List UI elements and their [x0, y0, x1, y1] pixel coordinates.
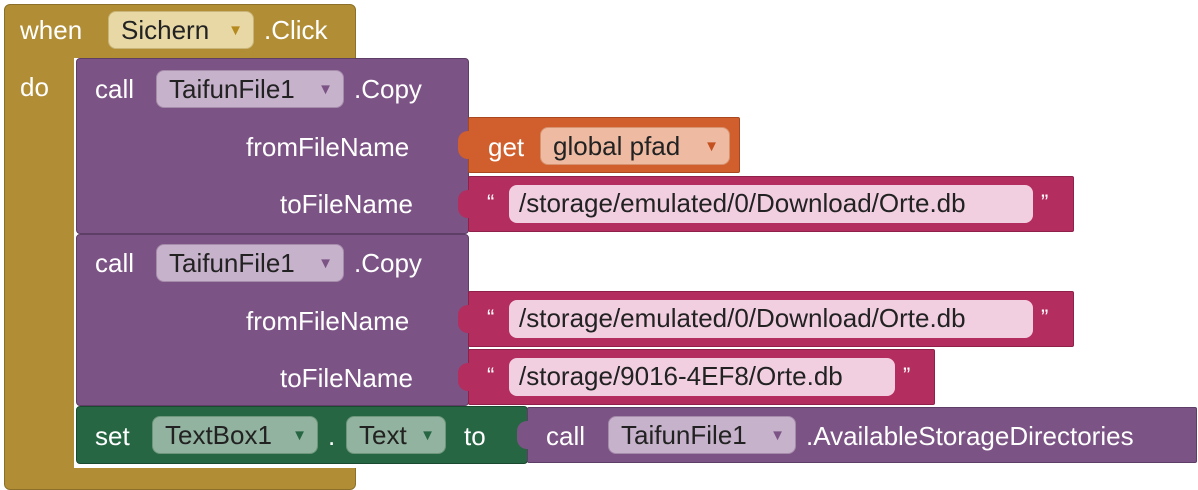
get-variable-dropdown[interactable]: global pfad ▼ [540, 127, 730, 165]
input-socket-notch [458, 363, 470, 391]
close-quote-icon: ” [1041, 190, 1049, 215]
chevron-down-icon: ▼ [318, 81, 333, 98]
call1-call-label: call [95, 74, 135, 104]
open-quote-icon: “ [487, 363, 495, 388]
set-label: set [95, 421, 130, 451]
input-socket-notch [458, 131, 470, 159]
text-field-to1[interactable]: /storage/emulated/0/Download/Orte.db [509, 185, 1033, 223]
chevron-down-icon: ▼ [704, 138, 719, 155]
call3-component-label: TaifunFile1 [621, 420, 747, 450]
call1-from-label: fromFileName [246, 132, 410, 162]
text-field-from2[interactable]: /storage/emulated/0/Download/Orte.db [509, 300, 1033, 338]
event-when-label: when [20, 15, 83, 45]
call2-method-label: .Copy [354, 248, 422, 278]
chevron-down-icon: ▼ [228, 22, 243, 39]
text-field-to2[interactable]: /storage/9016-4EF8/Orte.db [509, 358, 895, 396]
input-socket-notch [458, 305, 470, 333]
set-to-label: to [464, 421, 486, 451]
event-do-label: do [20, 72, 49, 102]
call3-component-dropdown[interactable]: TaifunFile1 ▼ [608, 416, 796, 454]
call3-method-label: .AvailableStorageDirectories [806, 421, 1134, 451]
event-component-dropdown[interactable]: Sichern ▼ [108, 11, 254, 49]
get-label: get [488, 132, 525, 162]
chevron-down-icon: ▼ [420, 427, 435, 444]
set-component-dropdown[interactable]: TextBox1 ▼ [152, 416, 318, 454]
call1-to-label: toFileName [280, 189, 413, 219]
call2-to-label: toFileName [280, 363, 413, 393]
get-variable-label: global pfad [553, 131, 681, 161]
call1-component-dropdown[interactable]: TaifunFile1 ▼ [156, 70, 344, 108]
set-dot-label: . [328, 421, 336, 451]
call1-component-label: TaifunFile1 [169, 74, 295, 104]
text-value: /storage/9016-4EF8/Orte.db [519, 361, 843, 391]
set-component-label: TextBox1 [165, 420, 272, 450]
chevron-down-icon: ▼ [292, 427, 307, 444]
call2-component-dropdown[interactable]: TaifunFile1 ▼ [156, 244, 344, 282]
call2-call-label: call [95, 248, 135, 278]
set-property-dropdown[interactable]: Text ▼ [346, 416, 446, 454]
chevron-down-icon: ▼ [318, 255, 333, 272]
text-value: /storage/emulated/0/Download/Orte.db [519, 188, 966, 218]
event-component-label: Sichern [121, 15, 210, 45]
input-socket-notch [458, 190, 470, 218]
set-property-label: Text [359, 420, 407, 450]
close-quote-icon: ” [1041, 305, 1049, 330]
close-quote-icon: ” [903, 363, 911, 388]
chevron-down-icon: ▼ [770, 427, 785, 444]
text-value: /storage/emulated/0/Download/Orte.db [519, 303, 966, 333]
call2-component-label: TaifunFile1 [169, 248, 295, 278]
call1-method-label: .Copy [354, 74, 422, 104]
open-quote-icon: “ [487, 305, 495, 330]
open-quote-icon: “ [487, 190, 495, 215]
event-name-label: .Click [264, 15, 328, 45]
call3-call-label: call [546, 421, 586, 451]
input-socket-notch [517, 421, 529, 449]
call2-from-label: fromFileName [246, 306, 410, 336]
